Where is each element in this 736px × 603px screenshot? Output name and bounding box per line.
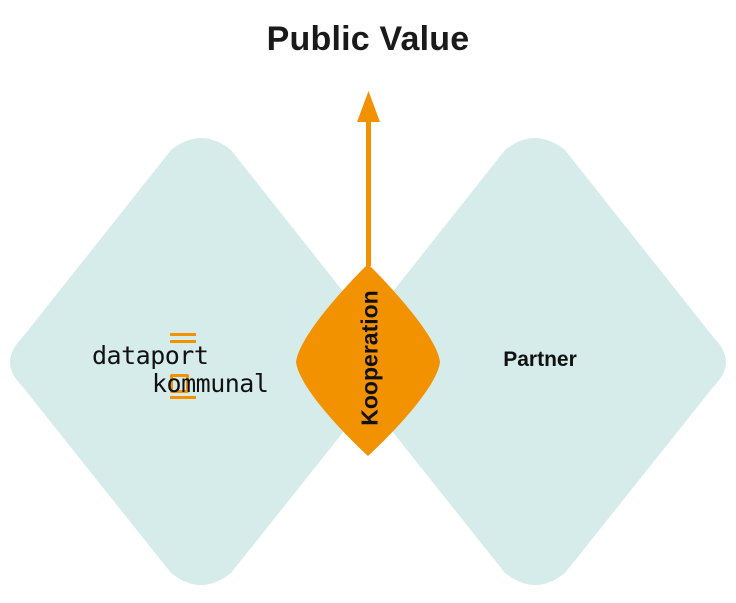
logo-accent-bar-second [170, 340, 196, 343]
logo-accent-ring [170, 374, 189, 393]
logo-text-dataport: dataport [92, 341, 209, 370]
upward-arrow-icon [357, 91, 380, 266]
logo-accent-bar-bottom [170, 396, 196, 399]
dataport-kommunal-logo: dataport kommunal [90, 331, 300, 403]
partner-label: Partner [503, 348, 577, 371]
right-diamond-shape [344, 138, 726, 585]
logo-accent-bar-top [170, 333, 196, 336]
left-diamond-shape [10, 138, 392, 585]
logo-text-kommunal: kommunal [152, 369, 269, 398]
page-title: Public Value [266, 20, 470, 58]
kooperation-label: Kooperation [356, 290, 383, 426]
intersection-lens-shape [296, 264, 440, 456]
